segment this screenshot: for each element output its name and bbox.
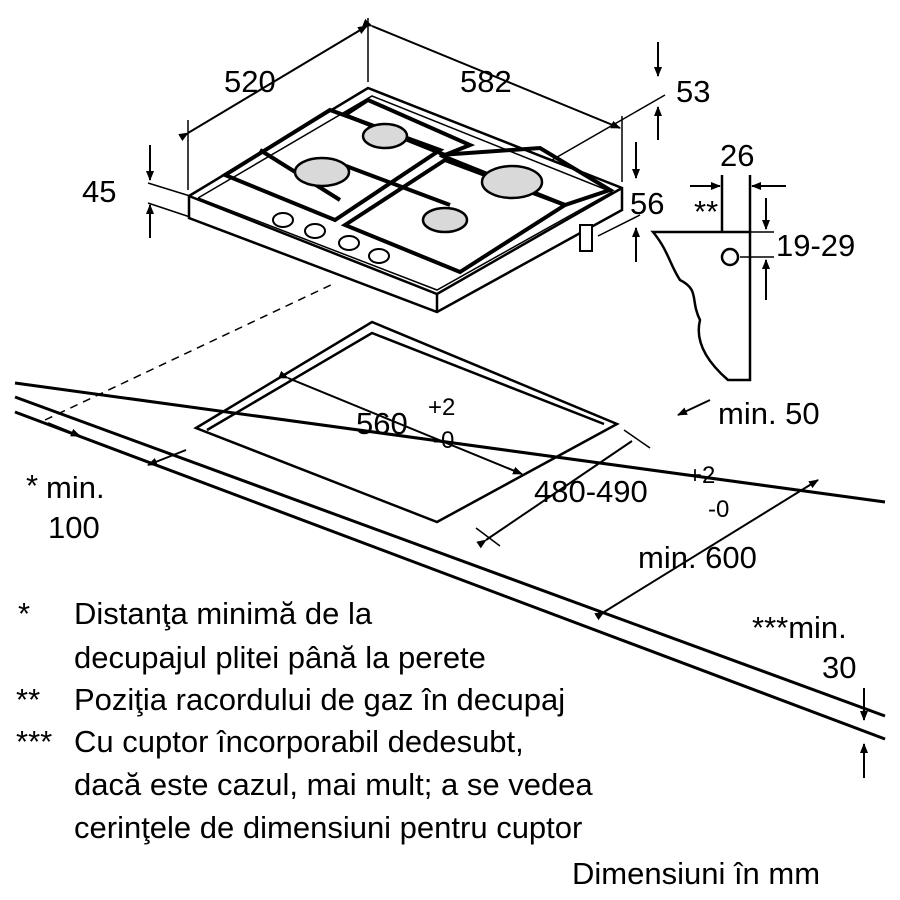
dim-582-line: [362, 18, 621, 129]
side-profile: [650, 175, 774, 382]
burner-front-left: [293, 156, 351, 188]
dim-26-label: 26: [720, 138, 754, 173]
note-3-line-3: cerinţele de dimensiuni pentru cuptor: [74, 810, 582, 845]
min-600-label: min. 600: [638, 540, 757, 575]
note-3-marker: ***: [16, 724, 52, 759]
dim-560-line: [278, 370, 523, 475]
dim-45-line: [147, 182, 191, 197]
dim-min600-line: [594, 479, 819, 621]
note-3-line-2: dacă este cazul, mai mult; a se vedea: [74, 767, 593, 802]
dim-min100-left: [47, 422, 81, 437]
min-50-label: min. 50: [718, 396, 820, 431]
gas-connection-circle: [720, 247, 740, 267]
burner-rear-left: [361, 122, 409, 150]
cutout-outline: [193, 320, 620, 524]
dim-582-label: 582: [460, 64, 512, 99]
dim-56-line: [597, 214, 641, 237]
hob: [187, 86, 624, 314]
burners: [293, 122, 544, 234]
dim-480-490-label: 480-490: [534, 474, 648, 509]
dim-56-label: 56: [630, 186, 664, 221]
dim-53-label: 53: [676, 74, 710, 109]
burner-rear-right: [480, 164, 544, 200]
note-1-line-2: decupajul plitei până la perete: [74, 640, 486, 675]
note-1-line-1: Distanţa minimă de la: [74, 596, 373, 631]
note-3-line-1: Cu cuptor încorporabil dedesubt,: [74, 724, 524, 759]
dim-520-label: 520: [224, 64, 276, 99]
control-knobs: [272, 212, 390, 264]
knob-3: [338, 235, 360, 251]
knob-1: [272, 212, 294, 228]
min-100-line1: min.: [46, 470, 105, 505]
min-100-line2: 100: [48, 510, 100, 545]
dim-520-line: [178, 25, 368, 142]
dim-min100-right: [147, 449, 187, 466]
knob-2: [304, 223, 326, 239]
min-30-line1: ***min.: [752, 610, 847, 645]
dim-480-490-tol-minus: -0: [708, 496, 729, 523]
note-2-marker: **: [16, 682, 40, 717]
gas-marker-label: **: [694, 194, 718, 229]
hidden-edge-line: [44, 282, 336, 421]
dim-560-label: 560: [356, 406, 408, 441]
burner-front-right: [421, 206, 469, 234]
min-100-marker: *: [26, 468, 38, 503]
notes-legend: * Distanţa minimă de la decupajul plitei…: [16, 596, 593, 845]
note-1-marker: *: [18, 596, 30, 631]
dim-480-490-tol-plus: +2: [688, 462, 715, 489]
dim-560-tol-plus: +2: [428, 394, 455, 421]
gas-connector-foot: [579, 224, 593, 252]
dim-19-29-label: 19-29: [776, 228, 855, 263]
min-30-line2: 30: [822, 650, 856, 685]
dim-min50-line: [677, 399, 711, 416]
units-footer: Dimensiuni în mm: [572, 856, 820, 891]
dim-45-label: 45: [82, 174, 116, 209]
dim-560-tol-minus: -0: [433, 427, 454, 454]
knob-4: [368, 248, 390, 264]
note-2-line-1: Poziţia racordului de gaz în decupaj: [74, 682, 565, 717]
dim-480-490-line: [476, 440, 633, 549]
dimension-lines: [47, 18, 868, 778]
dim-53-line: [551, 94, 666, 161]
